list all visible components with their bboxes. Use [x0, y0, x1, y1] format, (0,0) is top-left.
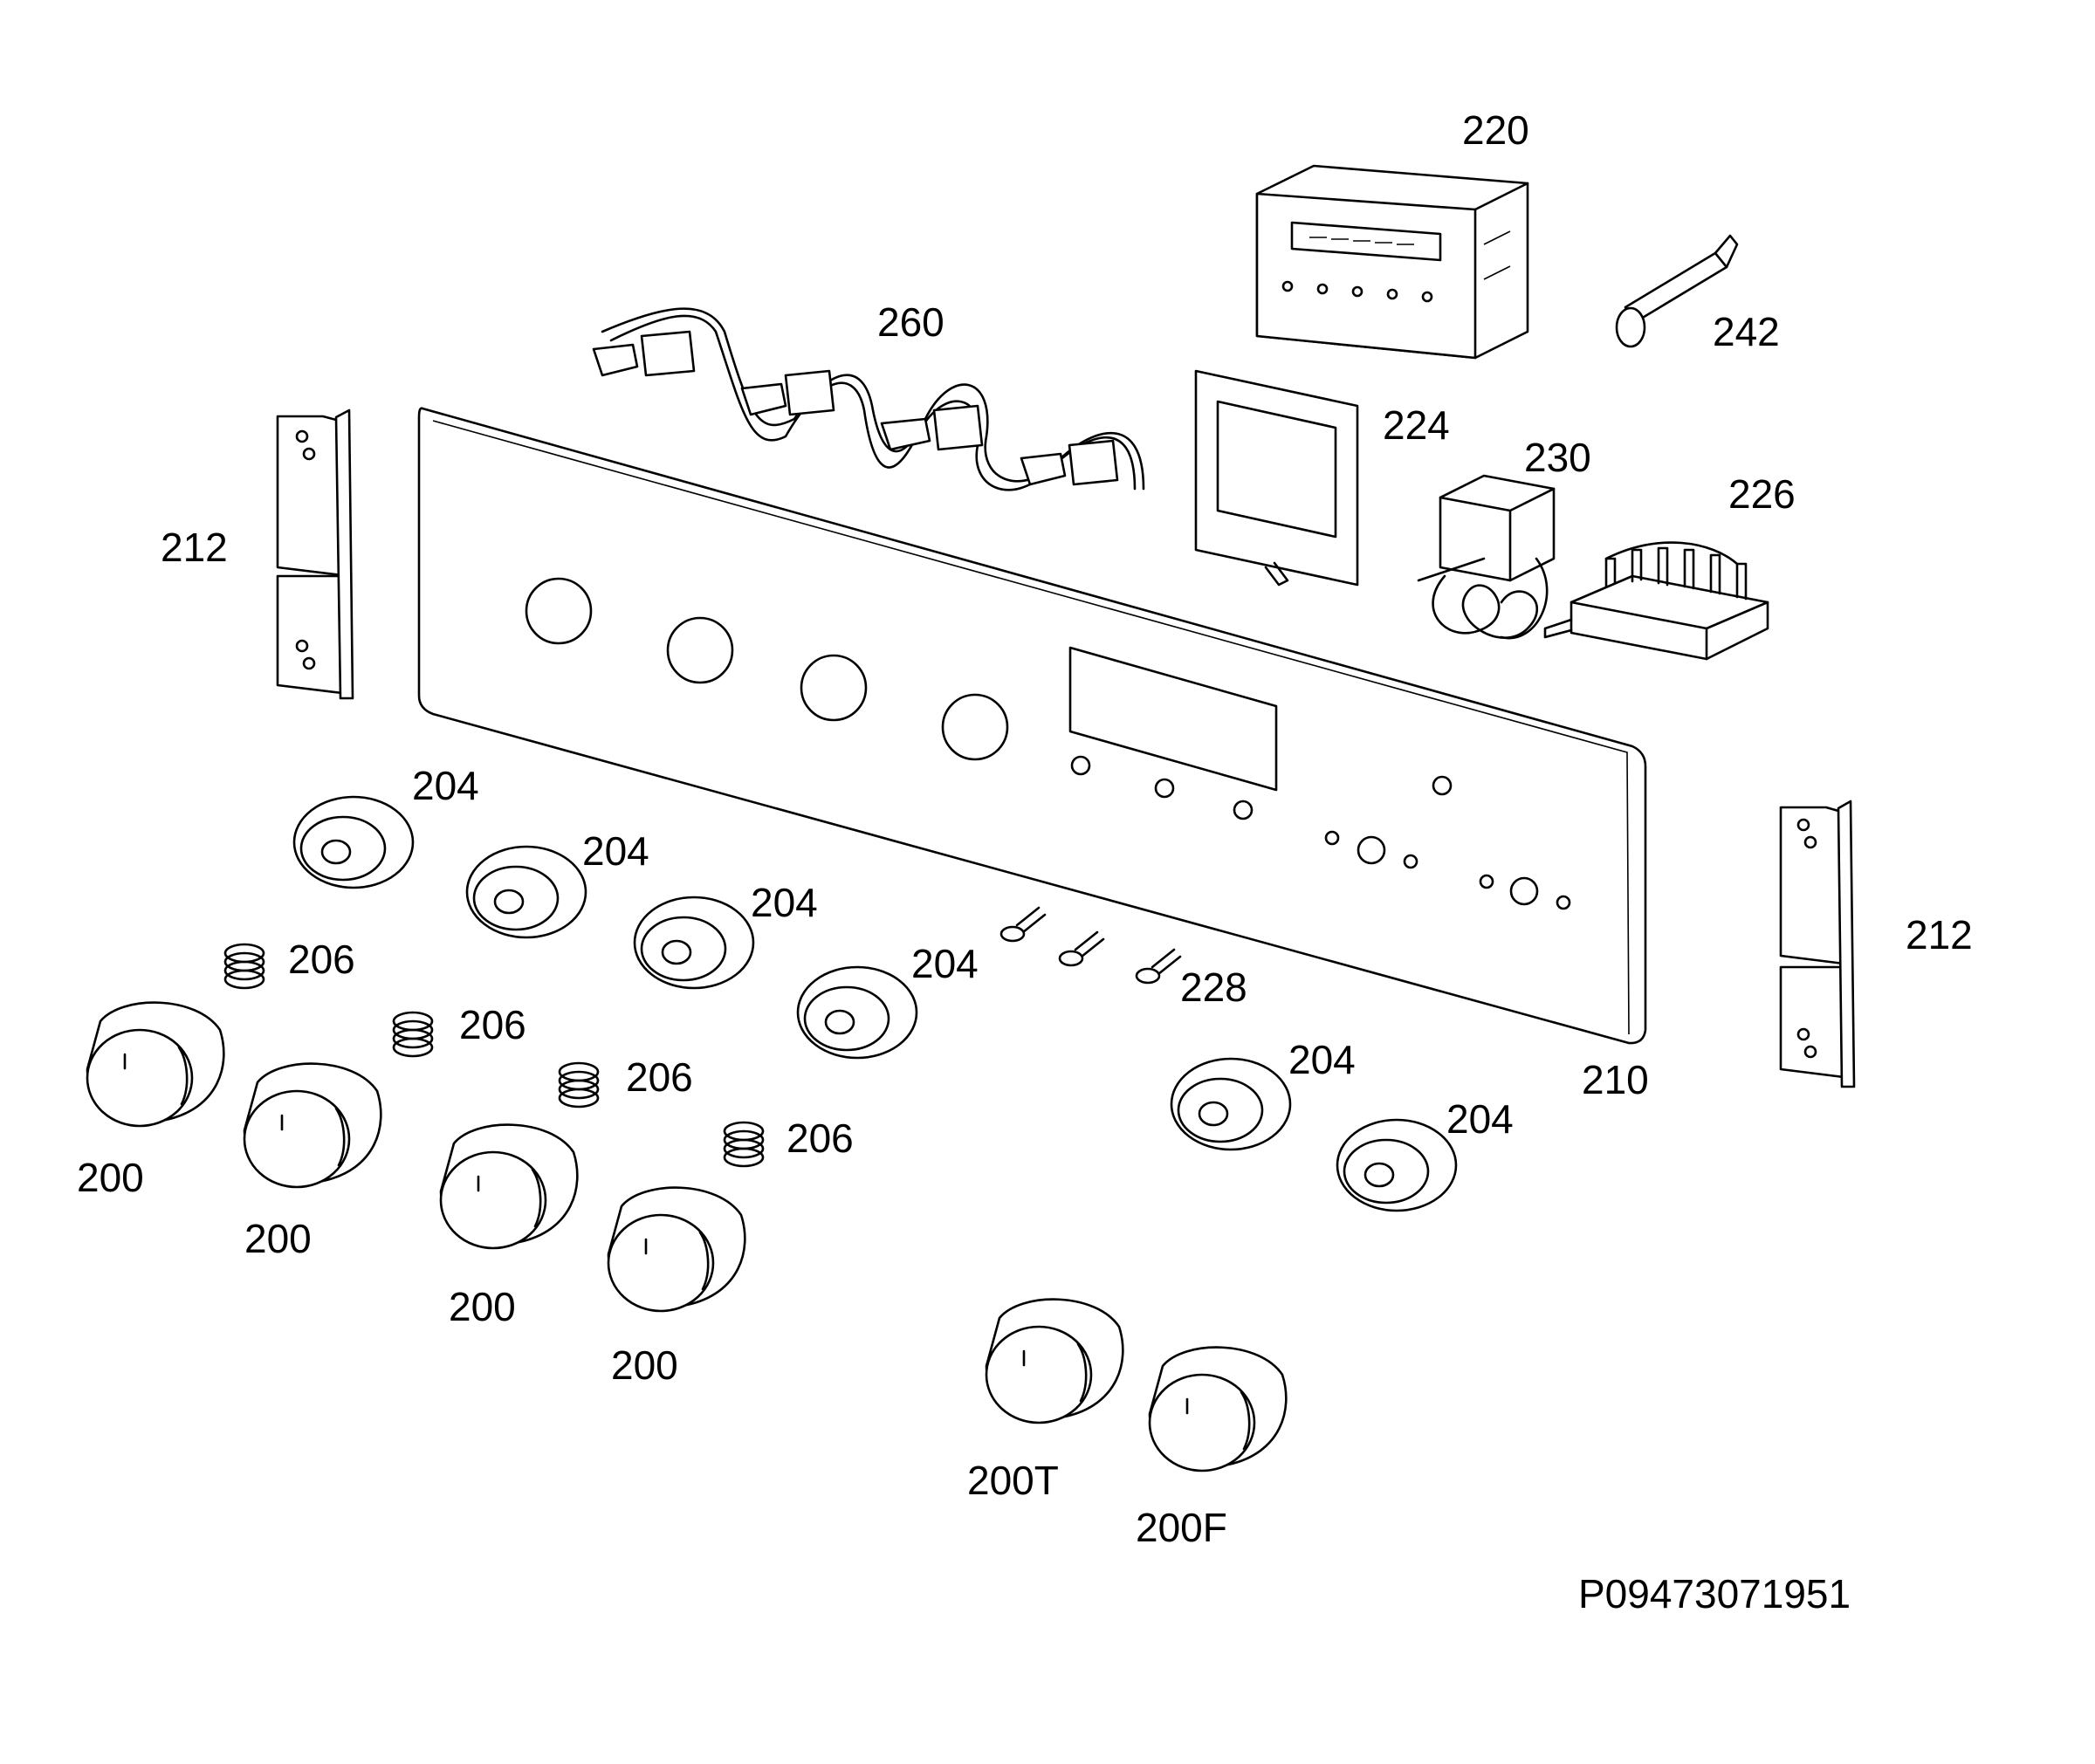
label-260: 260 — [877, 299, 944, 345]
bezel-1-part — [292, 795, 415, 889]
knob-1-part — [86, 1001, 225, 1128]
spring-1-part — [223, 943, 265, 990]
bezel-6-part — [1336, 1118, 1458, 1212]
label-206-1: 206 — [288, 937, 355, 982]
label-226: 226 — [1728, 471, 1796, 517]
bezel-3-part — [633, 896, 755, 990]
label-212-left: 212 — [161, 525, 228, 570]
label-200-4: 200 — [611, 1342, 678, 1388]
label-206-4: 206 — [786, 1115, 854, 1161]
light-pipe-3-part — [1135, 948, 1182, 985]
label-204-1: 204 — [412, 763, 479, 808]
label-230: 230 — [1524, 435, 1591, 480]
knob-timer-part — [985, 1298, 1124, 1424]
side-bracket-right-part — [1779, 800, 1856, 1088]
label-204-3: 204 — [751, 880, 818, 925]
wiring-harness-part — [592, 307, 1145, 491]
bezel-4-part — [796, 965, 918, 1060]
label-242: 242 — [1713, 309, 1780, 354]
ignition-switch-part — [1615, 234, 1739, 348]
label-206-3: 206 — [626, 1054, 693, 1100]
label-212-right: 212 — [1906, 912, 1973, 958]
label-200T: 200T — [967, 1458, 1059, 1503]
label-200-2: 200 — [244, 1216, 312, 1261]
label-200-3: 200 — [449, 1284, 516, 1329]
label-200-1: 200 — [77, 1155, 144, 1200]
spring-2-part — [392, 1011, 434, 1058]
label-204-4: 204 — [911, 941, 979, 986]
knob-2-part — [243, 1062, 382, 1189]
label-204-6: 204 — [1446, 1096, 1514, 1142]
thermostat-part — [1417, 474, 1556, 640]
bezel-5-part — [1170, 1057, 1292, 1151]
selector-switch-part — [1543, 541, 1769, 661]
light-pipe-2-part — [1058, 930, 1105, 967]
diagram-code: P09473071951 — [1578, 1571, 1851, 1616]
label-200F: 200F — [1136, 1505, 1227, 1550]
label-206-2: 206 — [459, 1002, 526, 1047]
label-204-5: 204 — [1288, 1037, 1356, 1082]
label-210: 210 — [1582, 1057, 1649, 1102]
label-228: 228 — [1180, 964, 1247, 1010]
knob-4-part — [607, 1186, 746, 1313]
bezel-2-part — [465, 845, 587, 939]
label-204-2: 204 — [582, 828, 649, 874]
knob-function-part — [1148, 1346, 1288, 1472]
side-bracket-left-part — [276, 408, 354, 700]
label-220: 220 — [1462, 107, 1529, 153]
light-pipe-1-part — [999, 906, 1047, 943]
spring-4-part — [723, 1121, 765, 1168]
spring-3-part — [558, 1061, 600, 1109]
display-frame-part — [1194, 369, 1359, 587]
timer-display-module-part — [1255, 164, 1529, 360]
label-224: 224 — [1383, 402, 1450, 448]
knob-3-part — [439, 1123, 579, 1250]
control-panel-part — [417, 407, 1647, 1045]
